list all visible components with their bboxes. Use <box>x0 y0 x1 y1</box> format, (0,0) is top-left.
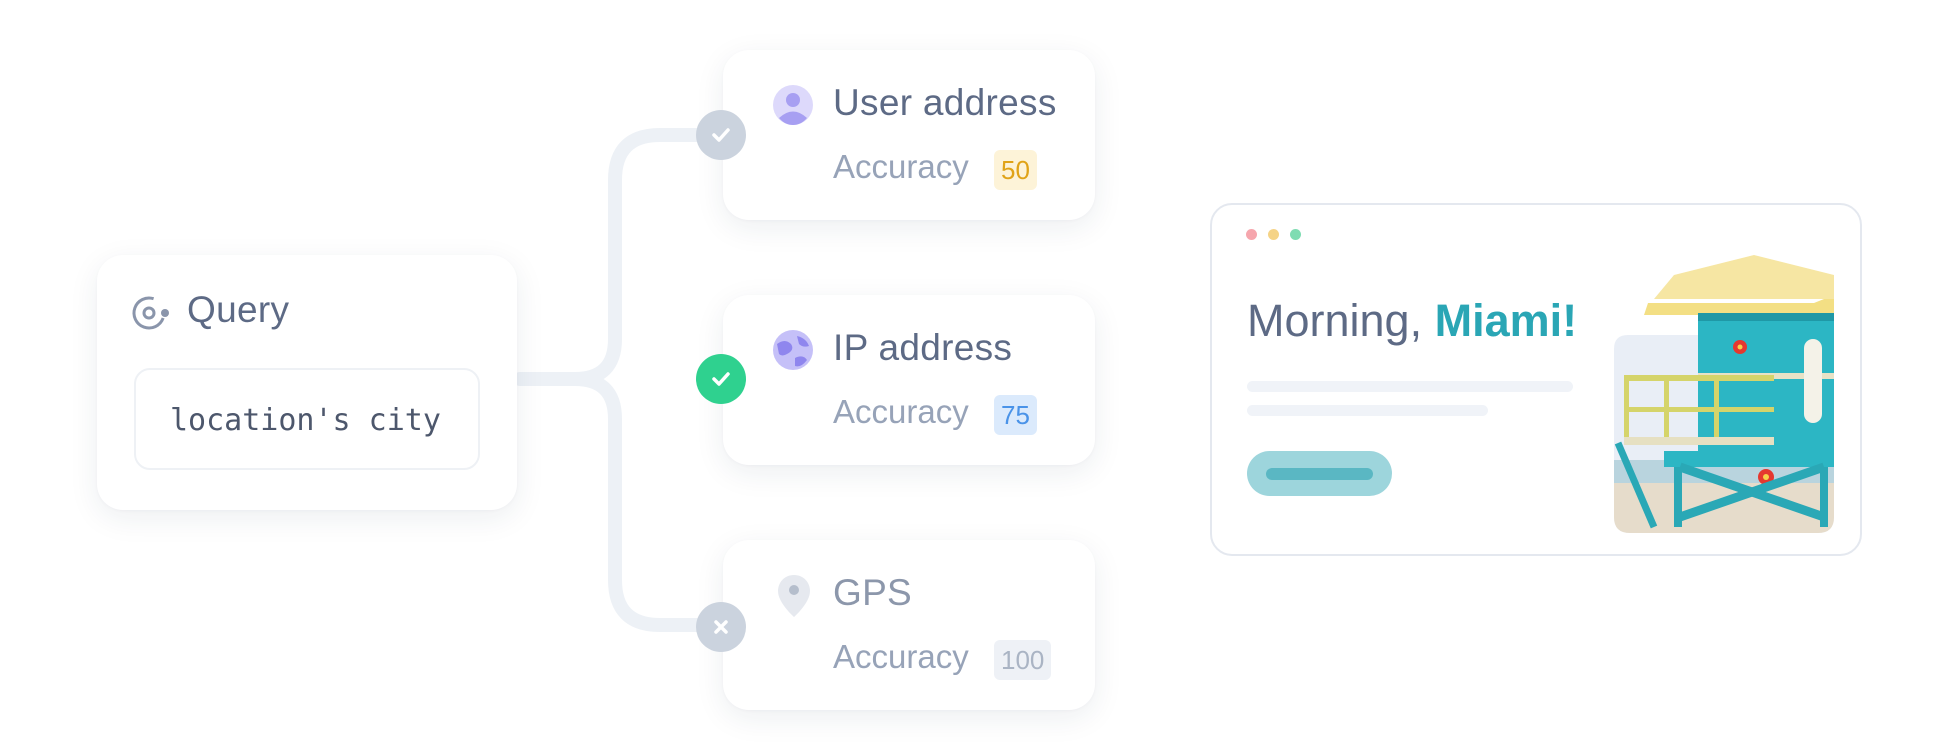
source-title: IP address <box>833 327 1013 368</box>
cta-button-label-placeholder <box>1266 468 1373 480</box>
user-icon <box>773 85 813 125</box>
window-dot-yellow <box>1268 229 1279 240</box>
cta-button[interactable] <box>1247 451 1392 496</box>
target-icon <box>132 296 169 330</box>
greeting-text: Morning, <box>1247 295 1423 346</box>
status-node-checked <box>696 110 746 160</box>
check-icon <box>712 128 730 142</box>
accuracy-label: Accuracy <box>833 638 969 675</box>
greeting-heading: Morning, Miami! <box>1247 295 1577 347</box>
accuracy-label: Accuracy <box>833 148 969 185</box>
query-input[interactable]: location's city <box>134 368 480 470</box>
status-node-rejected <box>696 602 746 652</box>
lifeguard-tower-image <box>1614 255 1834 533</box>
map-pin-icon <box>778 575 810 617</box>
close-icon <box>714 620 728 634</box>
window-dot-green <box>1290 229 1301 240</box>
source-card-user-address[interactable]: User address Accuracy 50 <box>723 50 1095 220</box>
source-title: User address <box>833 82 1057 123</box>
window-dot-red <box>1246 229 1257 240</box>
check-icon <box>712 372 730 386</box>
accuracy-badge: 100 <box>994 640 1052 680</box>
source-title: GPS <box>833 572 913 613</box>
query-card: Query location's city <box>97 255 517 510</box>
text-placeholder-line <box>1247 381 1573 392</box>
accuracy-badge: 75 <box>994 395 1037 435</box>
accuracy-badge: 50 <box>994 150 1037 190</box>
status-node-selected <box>696 354 746 404</box>
text-placeholder-line <box>1247 405 1488 416</box>
query-title: Query <box>187 289 290 330</box>
globe-icon <box>773 330 813 370</box>
city-name: Miami! <box>1434 295 1578 346</box>
branch-line <box>513 128 727 386</box>
accuracy-label: Accuracy <box>833 393 969 430</box>
source-card-ip-address[interactable]: IP address Accuracy 75 <box>723 295 1095 465</box>
query-value: location's city <box>170 403 441 438</box>
source-card-gps[interactable]: GPS Accuracy 100 <box>723 540 1095 710</box>
result-window: Morning, Miami! <box>1210 203 1862 556</box>
branch-line <box>568 372 727 632</box>
